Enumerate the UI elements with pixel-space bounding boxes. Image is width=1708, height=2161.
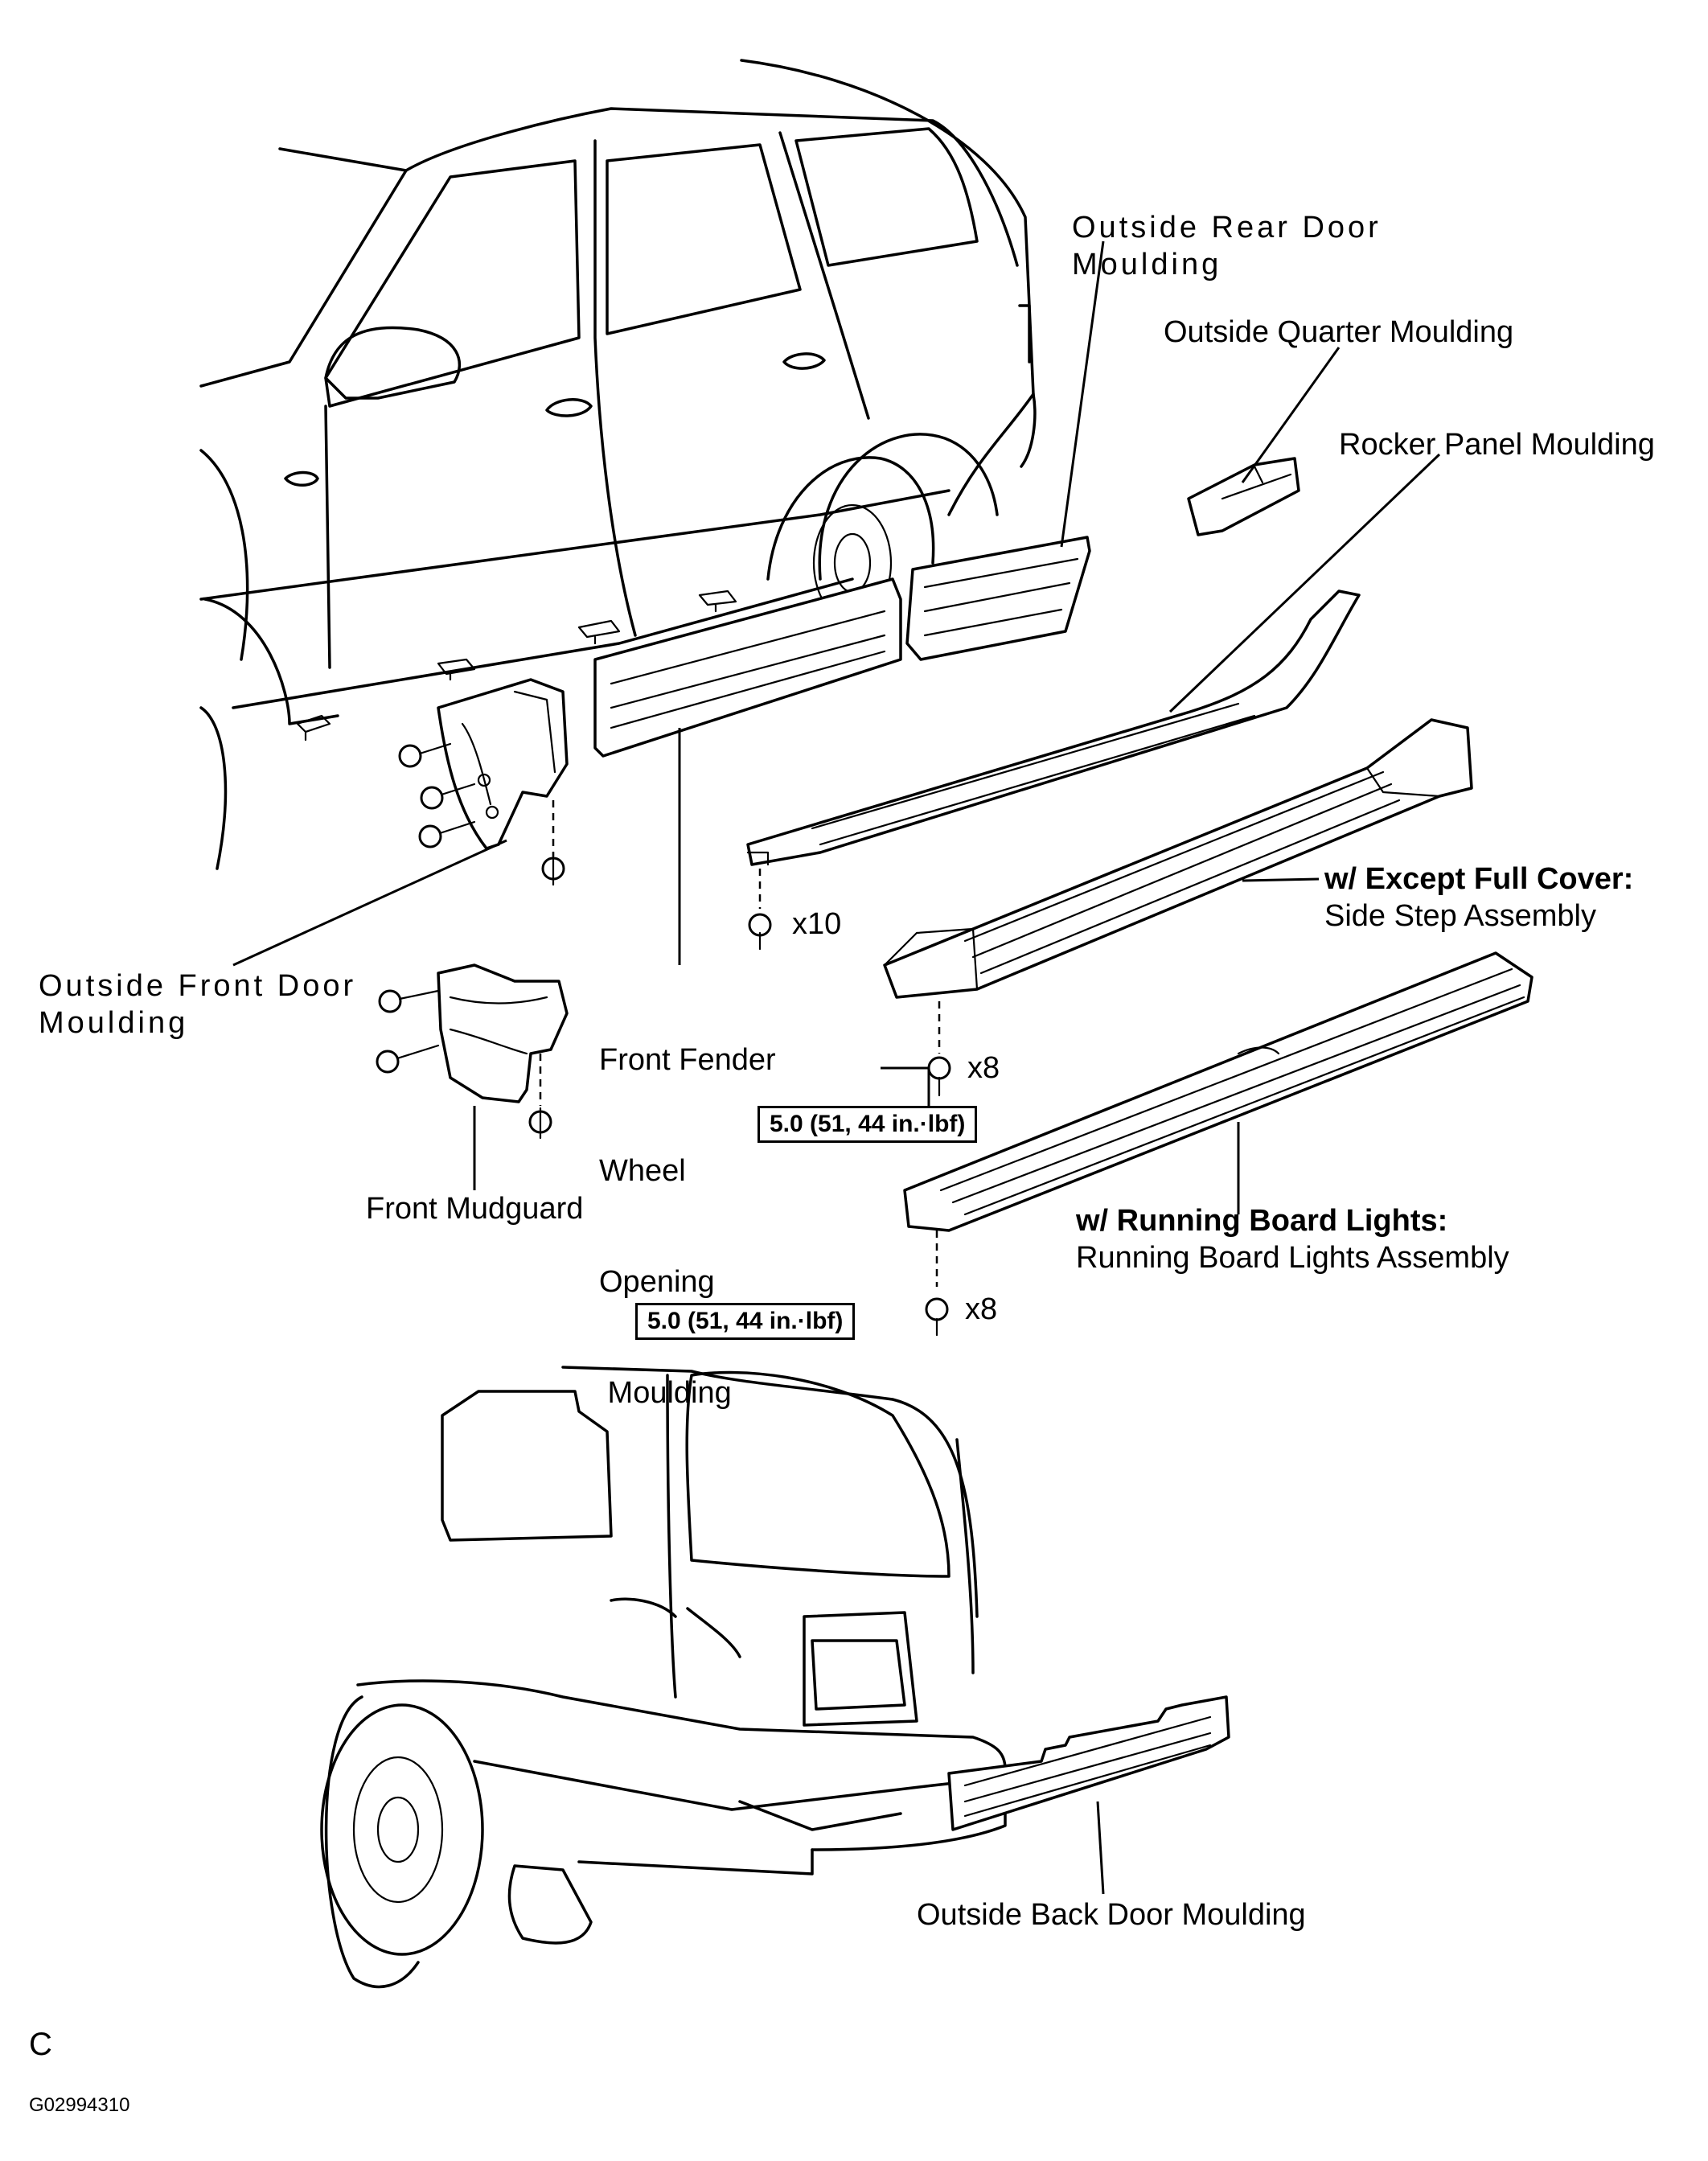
clip-quantity: x10 (792, 907, 842, 941)
front-mudguard-label: Front Mudguard (366, 1192, 584, 1226)
outside-front-door-moulding-label-line2: Moulding (39, 1006, 189, 1040)
running-board-torque-spec: 5.0 (51, 44 in.·lbf) (635, 1303, 856, 1340)
vehicle-side-view (199, 59, 1037, 870)
front-fender-wheel-opening-moulding-part (593, 577, 902, 758)
rocker-panel-moulding-label: Rocker Panel Moulding (1339, 428, 1655, 462)
vehicle-rear-view (320, 1366, 1007, 1989)
outside-rear-door-moulding-part (905, 536, 1091, 661)
outside-back-door-moulding-part (947, 1695, 1230, 1831)
outside-rear-door-moulding-label-line1: Outside Rear Door (1072, 211, 1382, 244)
front-fender-label-line1: Front Fender (599, 1043, 776, 1077)
front-mudguard-part (376, 963, 569, 1140)
screw-icon (398, 742, 565, 886)
front-fender-wheel-opening-moulding-label: Front Fender Wheel Opening Moulding (599, 968, 776, 1448)
side-step-assembly-name: Side Step Assembly (1324, 899, 1596, 933)
outside-rear-door-moulding-label-line2: Moulding (1072, 248, 1222, 281)
side-step-torque-spec: 5.0 (51, 44 in.·lbf) (758, 1106, 978, 1143)
running-board-lights-assembly-label: w/ Running Board Lights: Running Board L… (1076, 1202, 1509, 1276)
outside-front-door-moulding-part (398, 678, 569, 886)
side-step-condition: w/ Except Full Cover: (1324, 862, 1634, 896)
bolt-icon (376, 989, 552, 1140)
outside-back-door-moulding-label: Outside Back Door Moulding (917, 1898, 1306, 1932)
side-step-assembly-part (881, 718, 1473, 1110)
outside-quarter-moulding-label: Outside Quarter Moulding (1164, 315, 1514, 349)
front-fender-label-line4: Moulding (599, 1376, 732, 1410)
figure-id: G02994310 (29, 2094, 130, 2116)
leader-lines (232, 240, 1441, 1895)
front-fender-label-line3: Opening (599, 1265, 715, 1299)
outside-front-door-moulding-label-line1: Outside Front Door (39, 969, 357, 1003)
outside-front-door-moulding-label: Outside Front Door Moulding (39, 968, 356, 1041)
front-fender-label-line2: Wheel (599, 1154, 686, 1188)
figure-letter: C (29, 2027, 52, 2062)
running-board-lights-assembly-part (903, 951, 1534, 1337)
rocker-panel-moulding-part (746, 590, 1361, 951)
side-step-bolt-quantity: x8 (967, 1051, 1000, 1085)
side-step-assembly-label: w/ Except Full Cover: Side Step Assembly (1324, 861, 1633, 935)
outside-quarter-moulding-part (1187, 457, 1300, 536)
running-board-assembly-name: Running Board Lights Assembly (1076, 1241, 1509, 1275)
running-board-bolt-quantity: x8 (965, 1292, 998, 1326)
outside-rear-door-moulding-label: Outside Rear Door Moulding (1072, 209, 1382, 283)
running-board-condition: w/ Running Board Lights: (1076, 1204, 1448, 1238)
